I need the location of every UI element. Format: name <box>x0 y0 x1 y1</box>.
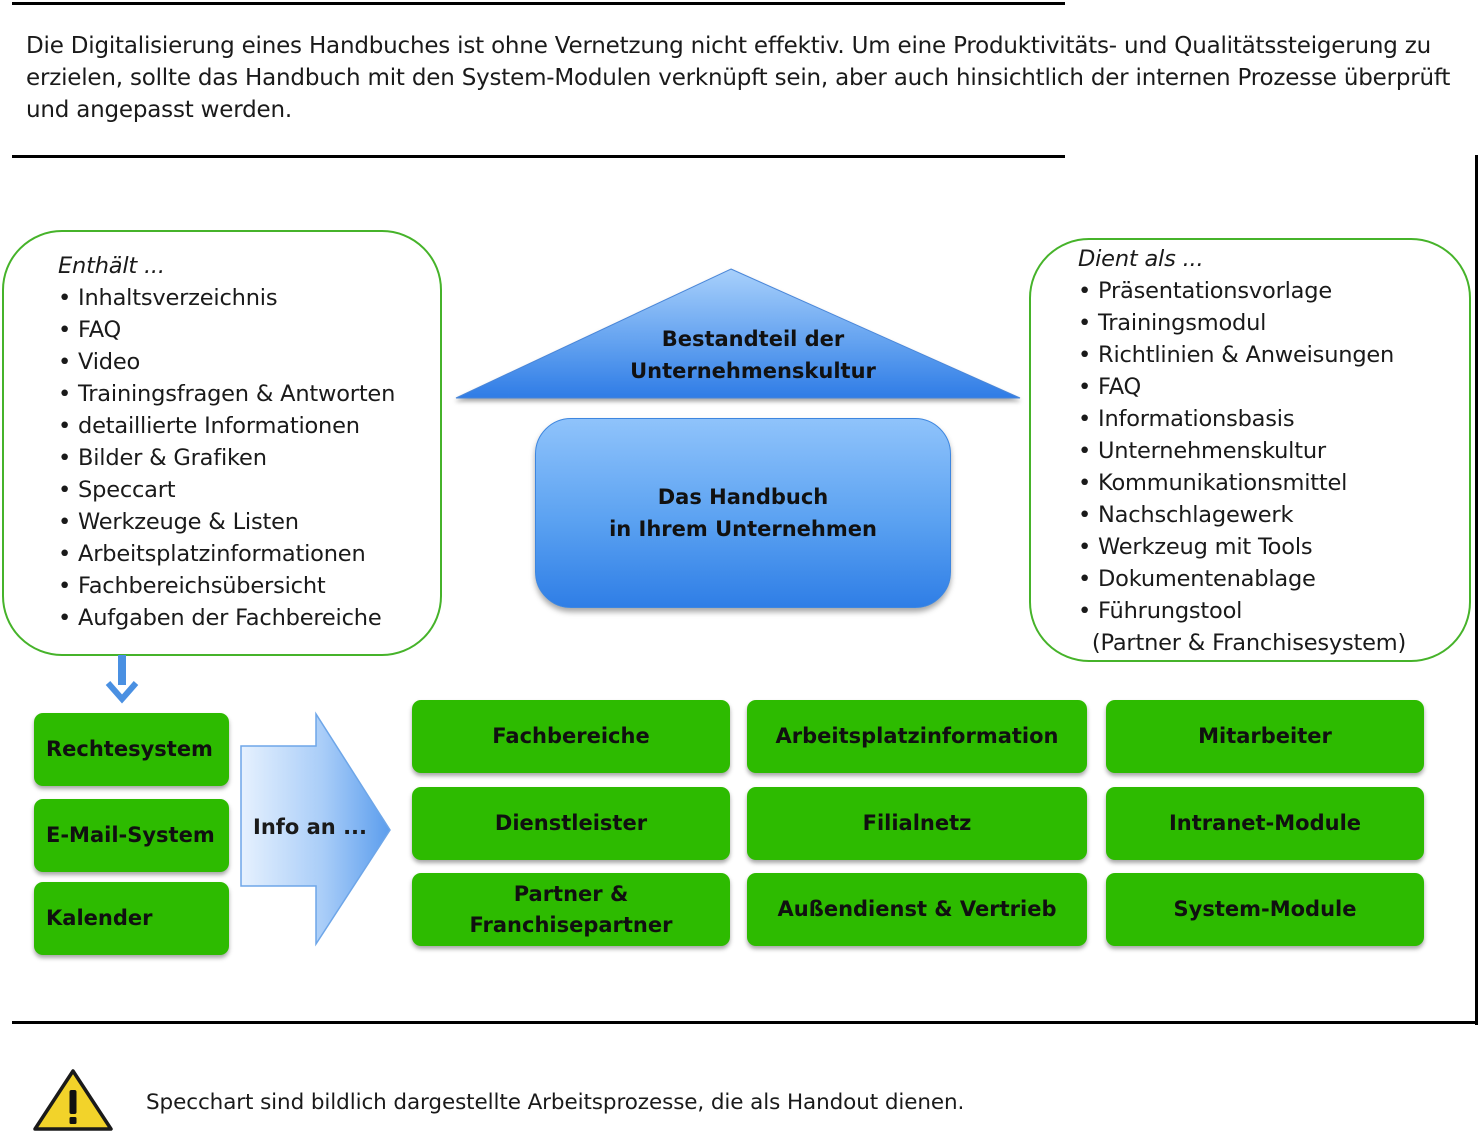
top-rule <box>12 2 1065 5</box>
contains-item: • Speccart <box>58 477 176 503</box>
contains-item: • FAQ <box>58 317 122 343</box>
serves-as-item: • Richtlinien & Anweisungen <box>1078 342 1395 368</box>
contains-item: • Bilder & Grafiken <box>58 445 267 471</box>
system-box-label: Rechtesystem <box>46 737 213 761</box>
handbook-box: Das Handbuch in Ihrem Unternehmen <box>535 418 951 608</box>
target-arbeitsplatzinformation: Arbeitsplatzinformation <box>747 700 1087 773</box>
target-label: Mitarbeiter <box>1198 724 1332 748</box>
roof-triangle <box>455 268 1021 399</box>
target-intranet-module: Intranet-Module <box>1106 787 1424 860</box>
contains-item: • Arbeitsplatzinformationen <box>58 541 366 567</box>
target-label: Arbeitsplatzinformation <box>775 724 1059 748</box>
roof-label: Bestandteil der Unternehmenskultur <box>630 327 876 383</box>
target-partner: Partner & Franchisepartner <box>412 873 730 946</box>
serves-as-item: (Partner & Franchisesystem) <box>1078 630 1407 656</box>
serves-as-heading: Dient als ... <box>1078 246 1204 272</box>
contains-item: • Aufgaben der Fachbereiche <box>58 605 382 631</box>
contains-list: Enthält ... • Inhaltsverzeichnis • FAQ •… <box>58 250 395 634</box>
contains-item: • Fachbereichsübersicht <box>58 573 326 599</box>
target-label: Dienstleister <box>494 811 648 835</box>
target-label: Partner & Franchisepartner <box>469 881 673 937</box>
info-arrow <box>240 711 391 947</box>
serves-as-list: Dient als ... • Präsentationsvorlage • T… <box>1078 243 1406 659</box>
target-system-module: System-Module <box>1106 873 1424 946</box>
header-bottom-rule <box>12 155 1065 158</box>
target-label: Intranet-Module <box>1168 811 1362 835</box>
system-box-email: E-Mail-System <box>34 799 229 872</box>
contains-item: • Trainingsfragen & Antworten <box>58 381 396 407</box>
contains-item: • Video <box>58 349 141 375</box>
frame-right-rule <box>1475 155 1478 1025</box>
serves-as-item: • Dokumentenablage <box>1078 566 1316 592</box>
serves-as-item: • Trainingsmodul <box>1078 310 1267 336</box>
contains-item: • Inhaltsverzeichnis <box>58 285 278 311</box>
contains-bubble <box>2 230 442 656</box>
system-box-label: E-Mail-System <box>46 823 215 847</box>
serves-as-item: • Nachschlagewerk <box>1078 502 1294 528</box>
serves-as-item: • FAQ <box>1078 374 1142 400</box>
system-box-label: Kalender <box>46 906 153 930</box>
serves-as-item: • Unternehmenskultur <box>1078 438 1326 464</box>
intro-text: Die Digitalisierung eines Handbuches ist… <box>26 33 1451 123</box>
target-label: Fachbereiche <box>492 724 650 748</box>
serves-as-item: • Kommunikationsmittel <box>1078 470 1348 496</box>
target-mitarbeiter: Mitarbeiter <box>1106 700 1424 773</box>
target-label: System-Module <box>1173 897 1357 921</box>
serves-as-item: • Informationsbasis <box>1078 406 1295 432</box>
contains-item: • Werkzeuge & Listen <box>58 509 299 535</box>
warning-icon <box>33 1069 113 1131</box>
system-box-kalender: Kalender <box>34 882 229 955</box>
target-label: Filialnetz <box>862 811 972 835</box>
serves-as-item: • Führungstool <box>1078 598 1243 624</box>
target-dienstleister: Dienstleister <box>412 787 730 860</box>
target-filialnetz: Filialnetz <box>747 787 1087 860</box>
info-arrow-label: Info an ... <box>253 815 368 839</box>
target-label: Außendienst & Vertrieb <box>777 897 1057 921</box>
footnote: Specchart sind bildlich dargestellte Arb… <box>146 1090 965 1115</box>
frame-bottom-rule <box>12 1021 1478 1024</box>
contains-heading: Enthält ... <box>58 253 165 279</box>
handbook-label: Das Handbuch in Ihrem Unternehmen <box>609 485 877 541</box>
serves-as-item: • Präsentationsvorlage <box>1078 278 1332 304</box>
serves-as-bubble <box>1029 238 1471 662</box>
serves-as-item: • Werkzeug mit Tools <box>1078 534 1313 560</box>
target-fachbereiche: Fachbereiche <box>412 700 730 773</box>
system-box-rechtesystem: Rechtesystem <box>34 713 229 786</box>
target-aussendienst: Außendienst & Vertrieb <box>747 873 1087 946</box>
down-arrow-icon <box>105 655 139 704</box>
contains-item: • detaillierte Informationen <box>58 413 360 439</box>
